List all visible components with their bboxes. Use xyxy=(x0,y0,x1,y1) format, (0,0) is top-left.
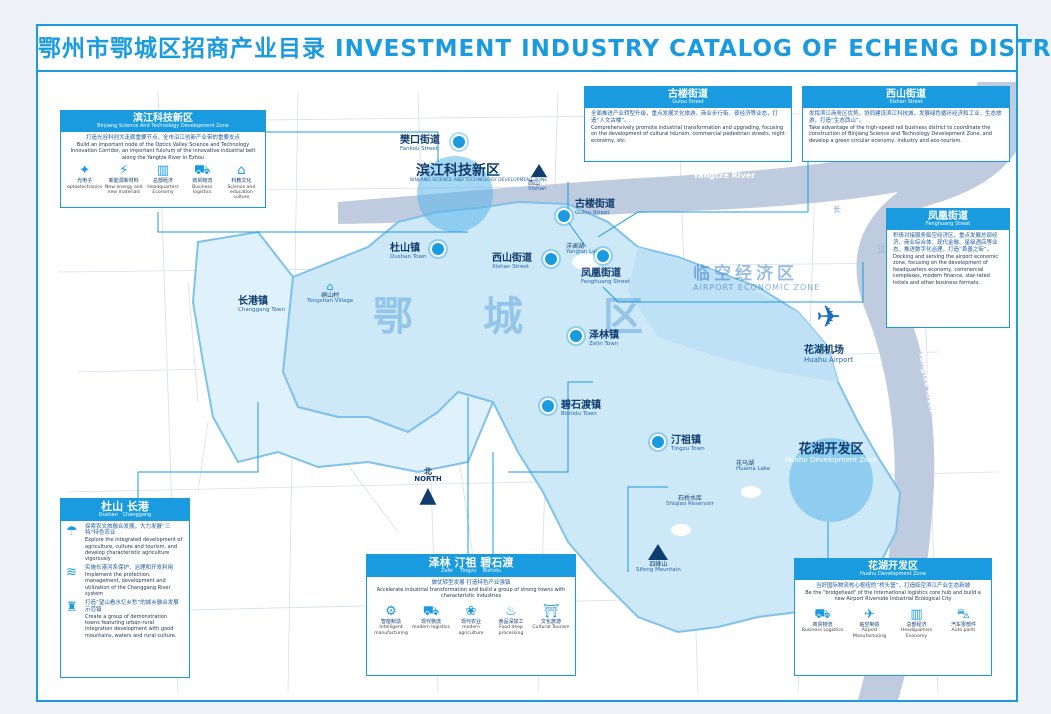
dushan-panel-title: 杜山 长港 xyxy=(101,500,149,513)
district-char-3: 区 xyxy=(603,293,643,340)
district-char-1: 鄂 xyxy=(373,293,413,340)
plane-icon: ✈ xyxy=(816,300,842,335)
bishidu-marker[interactable] xyxy=(540,398,556,414)
yangtze-label: Yangtze River xyxy=(693,171,756,180)
tingzu-marker[interactable] xyxy=(650,434,666,450)
xishan-street-marker[interactable] xyxy=(543,251,559,267)
fankou-marker[interactable] xyxy=(451,134,467,150)
zelin-panel-title: 泽林 汀祖 碧石渡 xyxy=(428,556,514,569)
airport-zone xyxy=(628,247,838,382)
binjiang-panel-title: 滨江科技新区 xyxy=(133,113,193,124)
zelin-marker[interactable] xyxy=(568,328,584,344)
zone-boundary xyxy=(191,230,495,474)
compass-arrow-icon: ▲ xyxy=(419,482,437,508)
gulou-marker[interactable] xyxy=(556,208,572,224)
river-char-chang: 长 xyxy=(833,205,841,214)
fenghuang-panel-title: 凤凰街道 xyxy=(928,211,968,222)
house-icon: ⌂ xyxy=(326,280,334,293)
district-char-2: 城 xyxy=(483,293,523,340)
xishan-panel-title: 西山街道 xyxy=(886,89,926,100)
mountain-icon xyxy=(531,164,547,177)
dushan-marker[interactable] xyxy=(430,241,446,257)
fenghuang-marker[interactable] xyxy=(595,248,611,264)
sifeng-mountain-icon xyxy=(648,544,668,560)
huahu-panel-title: 花湖开发区 xyxy=(868,561,918,572)
gulou-panel-title: 古楼街道 xyxy=(668,89,708,100)
river-char-jiang: 江 xyxy=(878,245,886,254)
page-title: 鄂州市鄂城区招商产业目录 INVESTMENT INDUSTRY CATALOG… xyxy=(38,26,1051,72)
map-frame: 鄂州市鄂城区招商产业目录 INVESTMENT INDUSTRY CATALOG… xyxy=(36,24,1051,702)
